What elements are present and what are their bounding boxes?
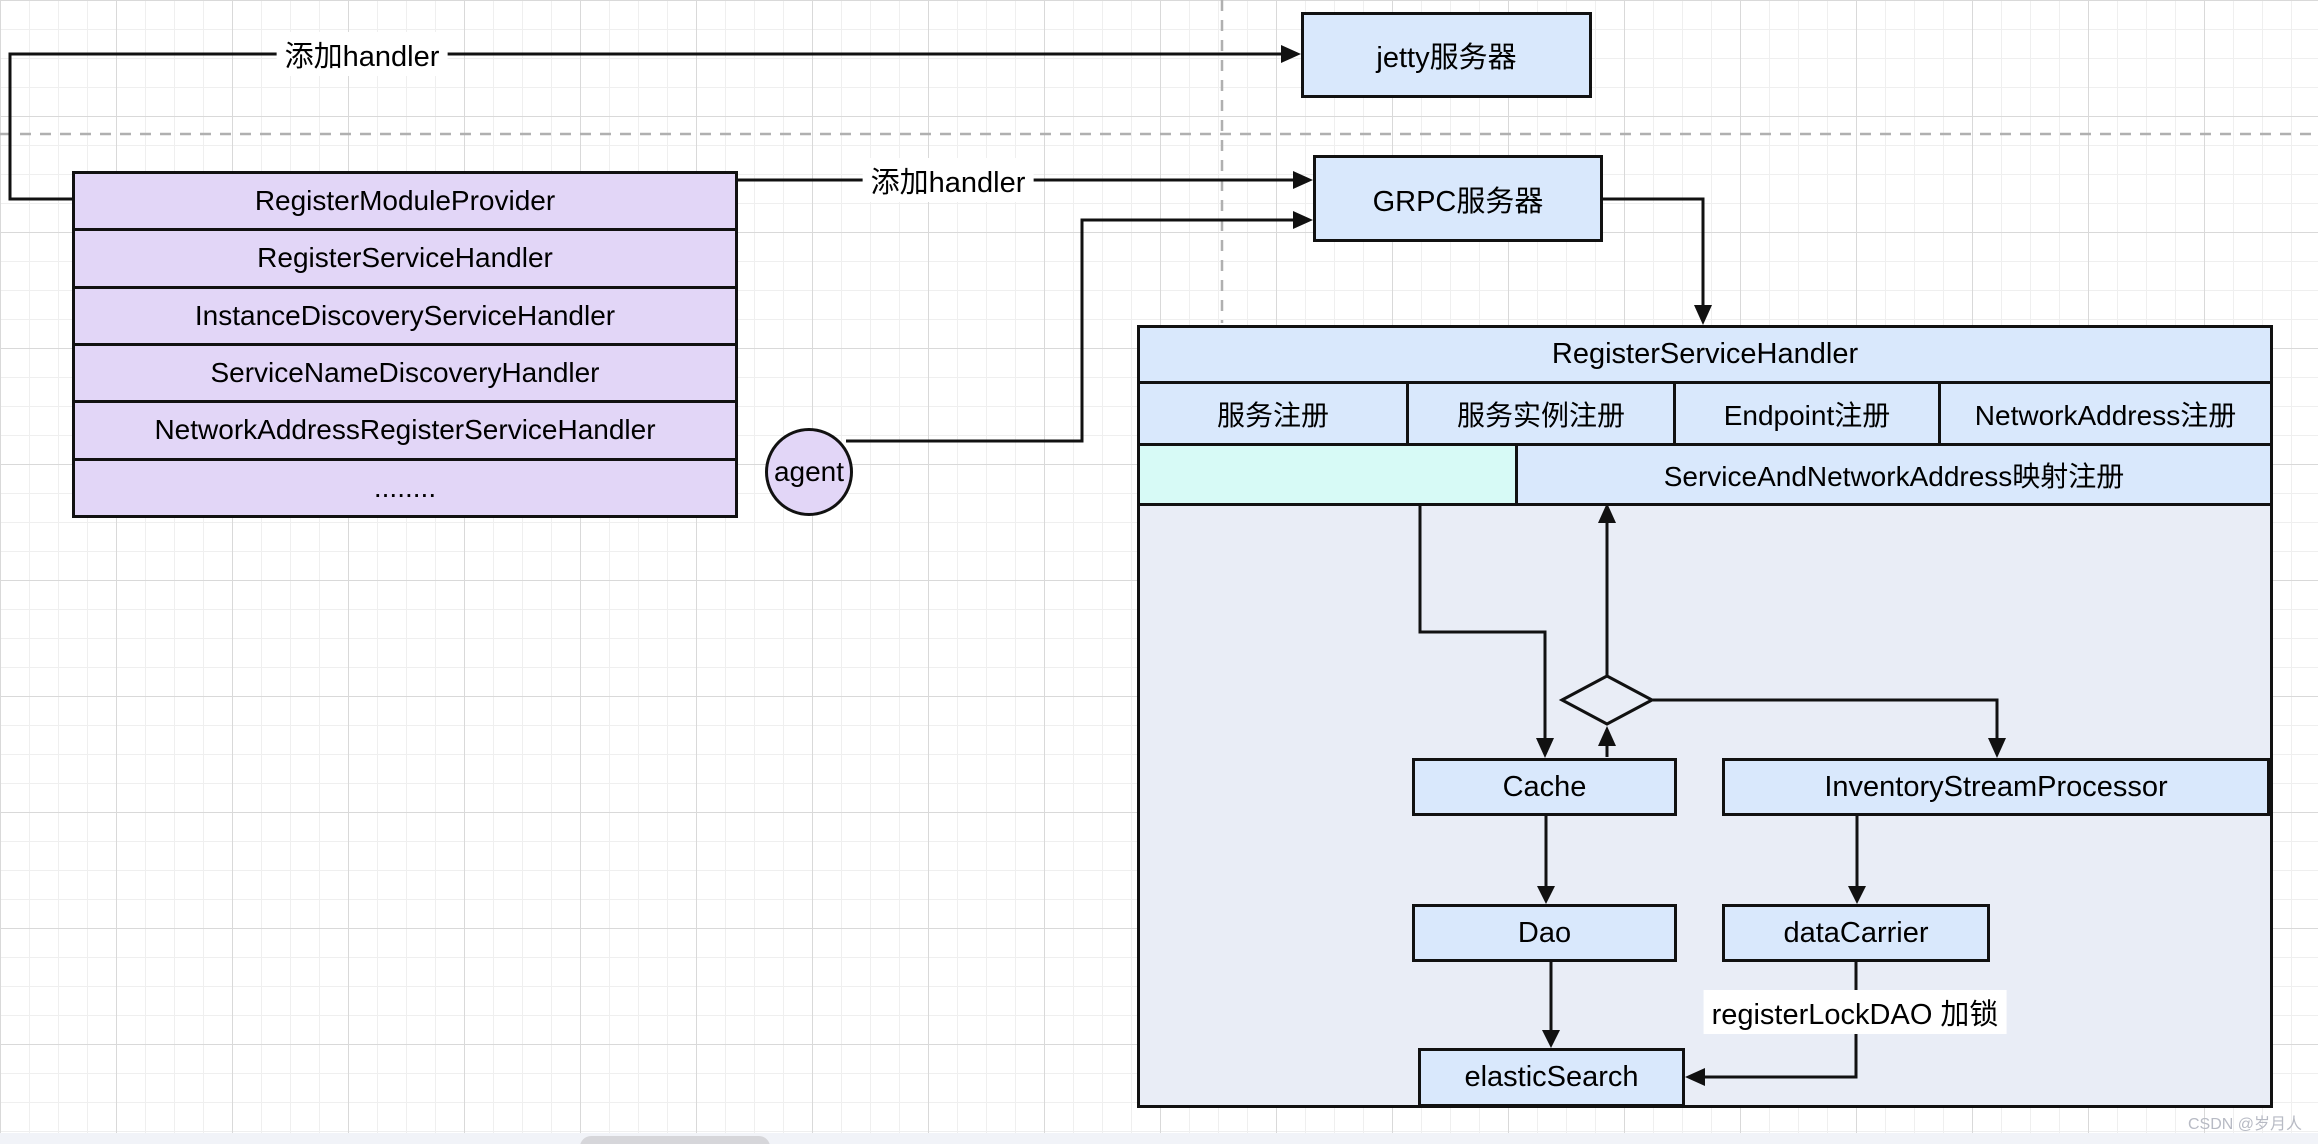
dao-node: Dao (1412, 904, 1677, 962)
tab-network-address-register: NetworkAddress注册 (1938, 384, 2270, 443)
jetty-server-node: jetty服务器 (1301, 12, 1592, 98)
stack-row-register-service-handler: RegisterServiceHandler (75, 228, 735, 285)
tab-service-register: 服务注册 (1140, 384, 1406, 443)
mapping-row-label-cell: ServiceAndNetworkAddress映射注册 (1518, 446, 2270, 503)
grpc-server-node: GRPC服务器 (1313, 155, 1603, 242)
panel-tab-row: 服务注册 服务实例注册 Endpoint注册 NetworkAddress注册 (1140, 384, 2270, 446)
tab-endpoint-register: Endpoint注册 (1673, 384, 1938, 443)
stack-row-instance-discovery-service-handler: InstanceDiscoveryServiceHandler (75, 285, 735, 343)
cache-node: Cache (1412, 758, 1677, 816)
panel-mapping-row: ServiceAndNetworkAddress映射注册 (1140, 446, 2270, 506)
edge-grpc-to-panel (1603, 197, 1705, 307)
arrowhead-into-grpc-2 (1293, 211, 1313, 229)
grpc-server-label: GRPC服务器 (1372, 185, 1544, 218)
dao-label: Dao (1517, 916, 1572, 949)
edge-label-add-handler-jetty: 添加handler (276, 32, 448, 76)
arrowhead-into-jetty (1281, 45, 1301, 63)
agent-label: agent (773, 456, 845, 487)
inventory-stream-processor-label: InventoryStreamProcessor (1824, 770, 2168, 803)
data-carrier-label: dataCarrier (1783, 916, 1929, 949)
elastic-search-node: elasticSearch (1418, 1048, 1685, 1107)
horizontal-scrollbar-thumb[interactable] (580, 1136, 770, 1144)
arrowhead-into-panel (1694, 305, 1712, 325)
elastic-search-label: elasticSearch (1464, 1061, 1639, 1093)
agent-node: agent (765, 428, 853, 516)
jetty-server-label: jetty服务器 (1376, 42, 1517, 74)
tab-service-instance-register: 服务实例注册 (1406, 384, 1673, 443)
edge-label-register-lock: registerLockDAO 加锁 (1703, 990, 2007, 1034)
stack-row-network-address-register-service-handler: NetworkAddressRegisterServiceHandler (75, 400, 735, 457)
page-bottom-band (0, 1133, 2318, 1144)
register-module-stack: RegisterModuleProvider RegisterServiceHa… (72, 171, 738, 518)
stack-row-ellipsis: ........ (75, 457, 735, 515)
stack-row-register-module-provider: RegisterModuleProvider (254, 185, 556, 217)
mapping-row-empty-cell (1140, 446, 1518, 503)
watermark-text: CSDN @岁月人 (2187, 1116, 2302, 1133)
arrowhead-into-grpc-1 (1293, 171, 1313, 189)
stack-row-service-name-discovery-handler: ServiceNameDiscoveryHandler (75, 342, 735, 400)
data-carrier-node: dataCarrier (1722, 904, 1990, 962)
cache-label: Cache (1502, 770, 1587, 803)
panel-title: RegisterServiceHandler (1140, 328, 2270, 384)
edge-label-add-handler-grpc: 添加handler (862, 158, 1034, 202)
inventory-stream-processor-node: InventoryStreamProcessor (1722, 758, 2270, 816)
